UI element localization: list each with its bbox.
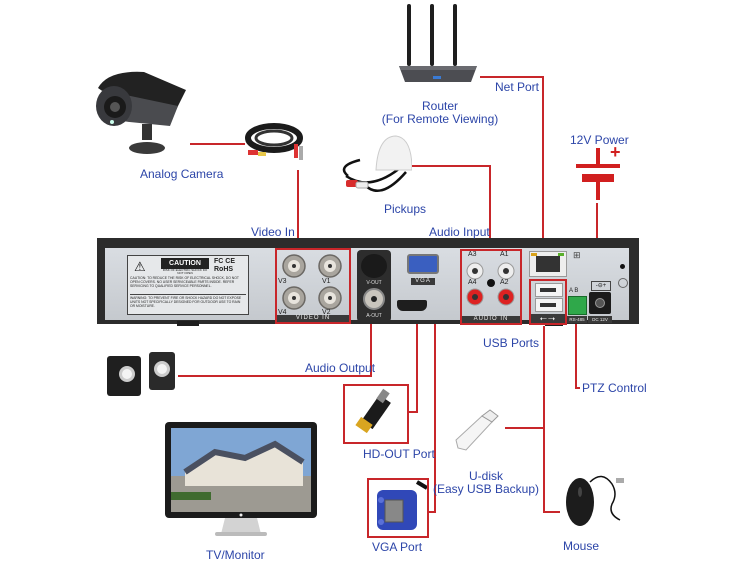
audio-in-ports: A3 A1 A4 A2 AUDIO IN — [462, 251, 520, 323]
analog-camera-icon — [96, 71, 186, 154]
port-label-v2: V2 — [322, 309, 331, 316]
pickup-label: Pickups — [384, 202, 427, 216]
router-label: Router (For Remote Viewing) — [380, 100, 500, 126]
dc-label: DC 12V — [588, 316, 612, 323]
net-port-label: Net Port — [495, 80, 540, 94]
audio-input-label: Audio Input — [429, 225, 490, 239]
port-label-v4: V4 — [278, 309, 287, 316]
vout-label: V-OUT — [366, 280, 382, 286]
microphone-pickup-icon — [342, 135, 413, 192]
ptz-control-label: PTZ Control — [582, 381, 647, 395]
vout-aout-block: V-OUT A-OUT — [357, 250, 391, 322]
port-label-v3: V3 — [278, 278, 287, 285]
power-label: 12V Power — [570, 133, 629, 147]
hdmi-cable-box — [343, 384, 409, 444]
router — [395, 2, 481, 84]
dc-polarity-icon: -⊖+ — [591, 281, 611, 291]
warning-text: WARNING: TO PREVENT FIRE OR SHOCK HAZARD… — [130, 294, 246, 308]
vga-port-icon — [407, 254, 439, 274]
mouse-icon — [566, 475, 624, 526]
vga-label: VGA — [411, 278, 435, 285]
usb-ports-label: USB Ports — [483, 336, 540, 350]
port-label-a3: A3 — [468, 251, 477, 258]
speakers — [105, 350, 177, 398]
wire-vga — [428, 272, 436, 513]
router-icon — [399, 4, 477, 82]
aout-rca-port-icon — [363, 288, 385, 310]
udisk-label: U-disk (Easy USB Backup) — [432, 470, 540, 496]
mouse-label: Mouse — [563, 539, 600, 553]
vout-cover — [361, 254, 387, 278]
wire-usb-mouse — [543, 326, 560, 513]
video-in-group — [275, 248, 351, 324]
hdmi-plug-icon — [355, 388, 391, 434]
bnc-cable-coil-icon — [245, 123, 303, 160]
screw-icon — [620, 264, 625, 269]
vga-plug-icon — [377, 480, 429, 530]
audio-pickup — [340, 132, 413, 200]
bnc-port-icon — [282, 254, 342, 310]
caution-title: CAUTION — [161, 258, 209, 269]
bnc-cable — [244, 120, 306, 166]
vga-cable-box — [367, 478, 429, 538]
port-label-a1: A1 — [500, 251, 509, 258]
port-label-a2: A2 — [500, 279, 509, 286]
usb-port-icon — [535, 283, 563, 297]
caution-sub: RISK OF ELECTRIC SHOCK DO NOT OPEN — [162, 268, 208, 275]
wire-ptz — [575, 312, 580, 389]
warning-triangle-icon: ⚠ — [134, 259, 146, 274]
usb-symbol-icon: ⭠⭢ — [531, 314, 565, 323]
router-label-line1: Router — [421, 99, 459, 113]
plus-symbol: + — [610, 142, 621, 162]
rca-jack-icon — [466, 262, 515, 306]
wire-hdmi — [407, 310, 418, 413]
router-label-line2: (For Remote Viewing) — [381, 112, 499, 126]
monitor-icon — [165, 422, 317, 536]
udisk-label-line1: U-disk — [468, 469, 503, 483]
caution-label: ⚠ CAUTION RISK OF ELECTRIC SHOCK DO NOT … — [127, 255, 249, 315]
rs485-terminal-icon — [568, 296, 587, 315]
video-in-strip: VIDEO IN — [277, 315, 349, 322]
fcc-ce-mark: FC CE — [214, 258, 235, 265]
caution-text: CAUTION: TO REDUCE THE RISK OF ELECTRICA… — [130, 276, 239, 288]
speakers-icon — [107, 352, 175, 396]
vga-label: VGA Port — [372, 540, 423, 554]
audio-in-strip: AUDIO IN — [462, 316, 520, 323]
dvr-rear-panel: ⚠ CAUTION RISK OF ELECTRIC SHOCK DO NOT … — [97, 238, 639, 326]
port-label-a4: A4 — [468, 279, 477, 286]
aout-label: A-OUT — [366, 313, 382, 319]
wire-net-port — [480, 76, 544, 262]
analog-camera-label: Analog Camera — [140, 167, 224, 181]
usb-flash-drive — [452, 408, 504, 452]
dc-power-symbol-icon: + — [572, 142, 628, 204]
video-in-ports: V3 V1 V4 V2 VIDEO IN — [277, 250, 349, 322]
udisk-label-line2: (Easy USB Backup) — [432, 482, 540, 496]
wire-audio-input — [409, 165, 491, 253]
rohs-mark: RoHS — [214, 266, 234, 273]
rs485-label: RS-485 — [567, 316, 587, 323]
rs485-ab-label: A B — [569, 288, 579, 294]
usb-ports-group — [529, 279, 567, 325]
ethernet-port-icon — [529, 251, 567, 277]
mouse — [562, 470, 626, 532]
hdmi-port-icon — [397, 300, 427, 311]
hdmi-label: HD-OUT Port — [363, 447, 435, 461]
ground-icon — [618, 278, 628, 288]
usb-flash-drive-icon — [455, 409, 499, 451]
usb-port-icon — [535, 298, 563, 312]
tv-monitor — [165, 422, 317, 540]
analog-camera — [88, 66, 188, 162]
network-symbol-icon: ⊞ — [573, 250, 581, 260]
audio-in-group — [460, 249, 522, 325]
monitor-label: TV/Monitor — [206, 548, 265, 562]
video-in-label: Video In — [251, 225, 295, 239]
audio-output-label: Audio Output — [305, 361, 376, 375]
port-label-v1: V1 — [322, 278, 331, 285]
dc-jack-icon — [589, 292, 611, 314]
